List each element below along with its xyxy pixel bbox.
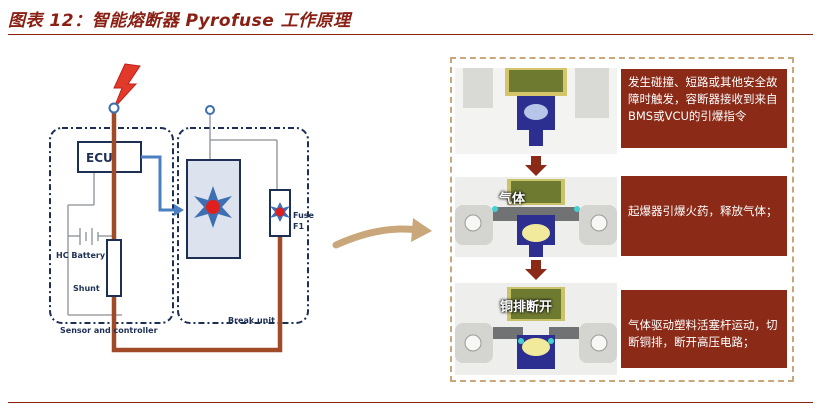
copper-busbar-cut-label: 铜排断开 [500, 300, 553, 315]
ecu-signal-arrowhead [174, 204, 184, 216]
bottom-divider [8, 402, 813, 403]
transition-arrow [332, 225, 422, 249]
step-1-illustration [455, 68, 617, 154]
break-unit-label: Break unit [228, 316, 275, 325]
step-2-note: 起爆器引爆火药，释放气体； [621, 176, 787, 256]
fuse-core-icon [275, 207, 285, 217]
title-divider [8, 34, 813, 35]
top-node [205, 105, 215, 115]
break-unit-box [186, 159, 241, 259]
fuse-id-label: F1 [293, 222, 304, 231]
step-2-illustration [455, 177, 617, 257]
ecu-signal-arrow [141, 155, 174, 212]
sensor-controller-label: Sensor and controller [60, 326, 158, 335]
step-1-note: 发生碰撞、短路或其他安全故障时触发，容断器接收到来自BMS或VCU的引爆指令 [621, 69, 787, 148]
step-arrow-1 [525, 156, 547, 176]
step-3-illustration [455, 283, 617, 375]
figure-title: 图表 12：智能熔断器 Pyrofuse 工作原理 [8, 11, 351, 31]
shunt-box [106, 239, 122, 297]
break-unit-frame [177, 127, 309, 324]
step-3-note: 气体驱动塑料活塞杆运动，切断铜排，断开高压电路； [621, 290, 787, 368]
step-arrow-2 [525, 260, 547, 280]
ecu-label: ECU [86, 151, 113, 165]
terminal-node [108, 102, 120, 114]
fuse-label: Fuse [293, 211, 315, 220]
process-frame [450, 57, 794, 382]
transition-arrowhead [411, 218, 432, 242]
detonator-core-icon [206, 200, 220, 214]
battery-label: HC Battery [56, 251, 106, 260]
shunt-label: Shunt [73, 284, 100, 293]
gas-label: 气体 [499, 192, 526, 207]
lightning-bolt-icon [113, 63, 141, 109]
